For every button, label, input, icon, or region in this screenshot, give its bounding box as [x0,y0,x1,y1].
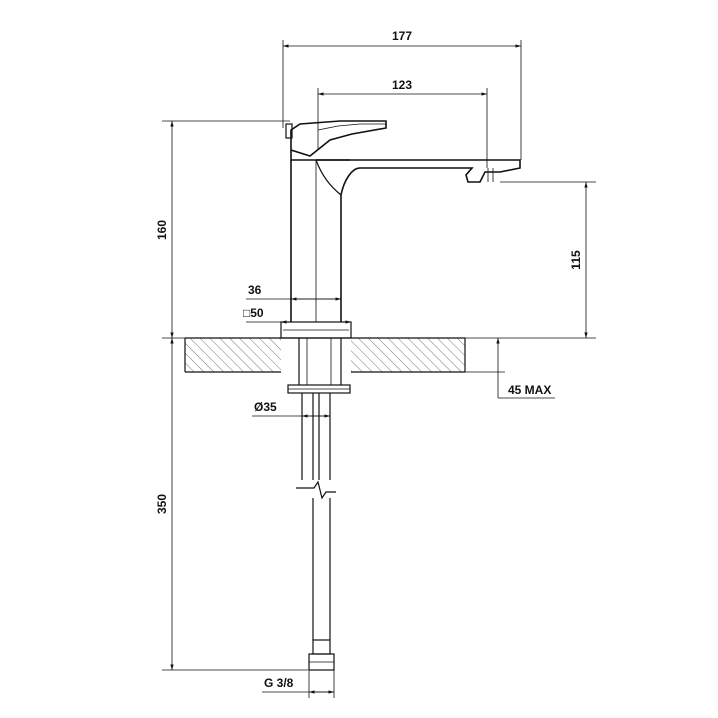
dim-shank-diameter: Ø35 [252,400,330,418]
dim-label-160: 160 [155,220,169,240]
dim-height-total: 160 [155,120,290,339]
dim-label-177: 177 [392,29,412,43]
dim-label-g38: G 3/8 [264,676,294,690]
dim-label-123: 123 [392,78,412,92]
faucet-body [280,120,521,339]
dim-hose-length: 350 [155,338,308,671]
dim-overall-width: 177 [282,29,522,160]
dim-label-45max: 45 MAX [508,383,551,397]
dim-body-diameter: 36 [246,283,341,301]
dim-spout-reach: 123 [317,78,488,168]
shank-assembly [287,338,351,671]
dim-label-350: 350 [155,494,169,514]
countertop [184,337,466,373]
dim-base-square: □50 [243,306,351,324]
lever-handle [290,120,387,157]
dim-label-50: □50 [243,306,264,320]
dim-label-35: Ø35 [254,400,277,414]
dim-label-115: 115 [569,250,583,270]
dim-spout-height: 115 [465,181,596,339]
dim-counter-thickness: 45 MAX [465,338,555,399]
spout [316,159,521,196]
dim-label-36: 36 [248,283,262,297]
dim-thread: G 3/8 [262,670,335,698]
